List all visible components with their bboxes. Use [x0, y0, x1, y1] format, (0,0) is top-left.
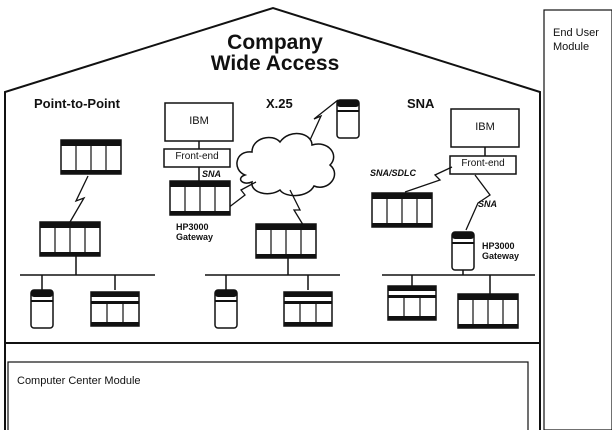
ibm-box-right: [450, 108, 520, 148]
link-cloud-tower: [309, 99, 339, 141]
gateway-left-line1: HP3000: [176, 222, 209, 232]
rack-lan-left: [90, 291, 140, 327]
link-cloud-rack: [289, 189, 306, 229]
rack-sna-sdlc: [371, 192, 433, 228]
computer-center-module-label: Computer Center Module: [17, 375, 141, 387]
house-title-line2: Wide Access: [210, 52, 340, 75]
rack-lan-middle: [283, 291, 333, 327]
tower-x25-top: [336, 99, 360, 139]
house-outline: [4, 6, 541, 430]
end-user-module-line2: Module: [553, 41, 590, 53]
tower-lan-left: [30, 289, 54, 329]
link-sdlc: [404, 166, 453, 193]
rack-p2p-mid: [39, 221, 101, 257]
house-title: Company Wide Access: [200, 32, 350, 74]
gateway-label-right: HP3000 Gateway: [482, 241, 519, 261]
gateway-left-line2: Gateway: [176, 232, 214, 242]
rack-p2p-top: [60, 139, 122, 175]
section-sna: SNA: [407, 96, 435, 111]
end-user-module-line1: End User: [553, 27, 599, 39]
section-point-to-point: Point-to-Point: [34, 96, 120, 111]
frontend-label-right: Front-end: [461, 158, 505, 169]
tower-lan-middle: [214, 289, 238, 329]
end-user-box: [543, 9, 612, 430]
frontend-label-left: Front-end: [175, 151, 219, 162]
rack-x25-mid: [255, 223, 317, 259]
frontend-box-right: [449, 155, 517, 175]
rack-hp3000-left: [169, 180, 231, 216]
end-user-module-label: End User Module: [553, 26, 599, 54]
computer-center-box: [7, 361, 529, 430]
gateway-right-line1: HP3000: [482, 241, 515, 251]
sna-link-label-left: SNA: [202, 169, 222, 179]
link-sna-right: [465, 174, 491, 231]
link-hp-cloud: [227, 181, 257, 209]
section-x25: X.25: [266, 96, 293, 111]
ibm-box-left: [164, 102, 234, 142]
sna-sdlc-label: SNA/SDLC: [370, 168, 417, 178]
gateway-label-left: HP3000 Gateway: [176, 222, 213, 242]
sna-link-label-right: SNA: [478, 199, 498, 209]
ibm-label-right: IBM: [475, 121, 495, 133]
rack-lan-right-a: [387, 285, 437, 321]
ibm-label-left: IBM: [189, 115, 209, 127]
frontend-box-left: [163, 148, 231, 168]
house-title-line1: Company: [227, 31, 323, 54]
rack-lan-right-b: [457, 293, 519, 329]
link-p2p: [69, 175, 89, 223]
x25-cloud: [236, 132, 336, 197]
tower-hp3000-right: [451, 231, 475, 271]
gateway-right-line2: Gateway: [482, 251, 520, 261]
